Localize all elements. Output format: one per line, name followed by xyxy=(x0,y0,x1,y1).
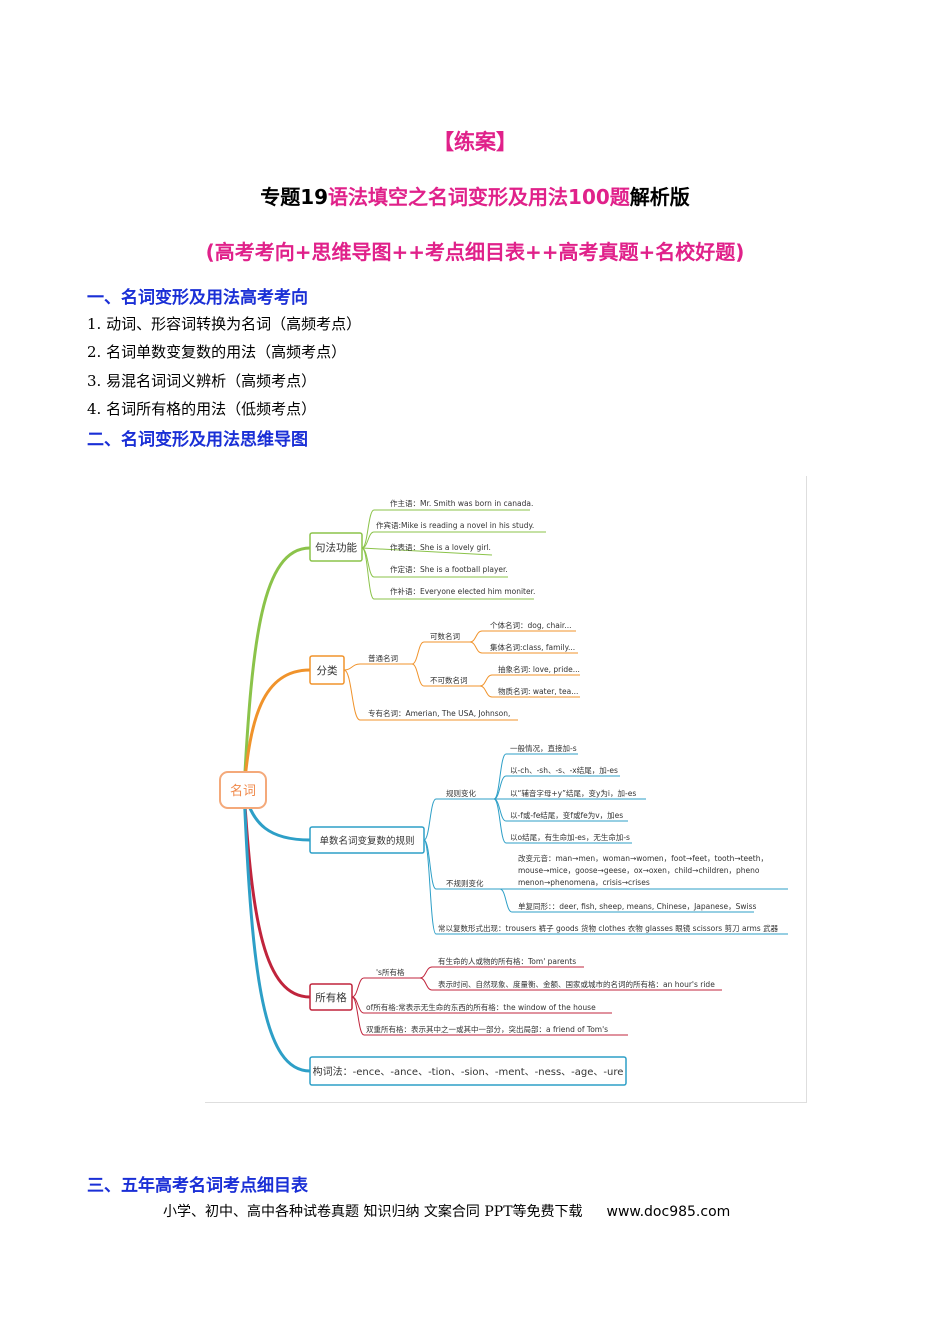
double-possessive: 双重所有格：表示其中之一或其中一部分，突出局部：a friend of Tom'… xyxy=(366,1024,608,1034)
syntax-connectors xyxy=(361,509,546,600)
section1-item: 4. 名词所有格的用法（低频考点） xyxy=(87,400,317,418)
abstract-noun: 抽象名词: love, pride... xyxy=(498,664,580,674)
material-noun: 物质名词: water, tea... xyxy=(498,686,578,696)
vowel-change-line: 改变元音：man→men，woman→women，foot→feet，tooth… xyxy=(518,853,768,863)
countable-label: 可数名词 xyxy=(430,631,460,641)
branch-line-classification xyxy=(242,668,311,791)
node-classification-label: 分类 xyxy=(317,664,338,677)
regular-rule: 以-ch、-sh、-s、-x结尾，加-es xyxy=(510,765,618,775)
plural-only-rule: 常以复数形式出现：trousers 裤子 goods 货物 clothes 衣物… xyxy=(438,923,779,933)
branch-line-wordformation xyxy=(242,789,311,1073)
title-prefix: 专题19 xyxy=(260,185,329,209)
collective-noun: 集体名词:class, family... xyxy=(490,642,575,652)
node-syntax xyxy=(309,532,363,562)
syntax-item: 作主语：Mr. Smith was born in canada. xyxy=(390,498,533,508)
node-word-formation-label: 构词法：-ence、-ance、-tion、-sion、-ment、-ness、… xyxy=(313,1065,624,1078)
mindmap-frame xyxy=(205,476,807,1103)
section1-heading: 一、名词变形及用法高考考向 xyxy=(87,288,308,308)
regular-rule: 以o结尾，有生命加-es，无生命加-s xyxy=(510,832,630,842)
node-possessive-label: 所有格 xyxy=(315,991,347,1004)
section1-item: 2. 名词单数变复数的用法（高频考点） xyxy=(87,343,347,361)
s-possessive-label: 's所有格 xyxy=(376,967,405,977)
syntax-item: 作宾语:Mike is reading a novel in his study… xyxy=(376,520,534,530)
individual-noun: 个体名词：dog, chair... xyxy=(490,620,571,630)
node-plural-rules-label: 单数名词变复数的规则 xyxy=(319,835,414,847)
practice-tag: 【练案】 xyxy=(433,130,517,154)
section1-item: 3. 易混名词词义辨析（高频考点） xyxy=(87,372,317,390)
doc-title: 专题19语法填空之名词变形及用法100题解析版 xyxy=(0,181,950,210)
irregular-change-label: 不规则变化 xyxy=(446,878,484,888)
node-syntax-label: 句法功能 xyxy=(315,541,357,554)
syntax-item: 作补语：Everyone elected him moniter. xyxy=(390,586,535,596)
vowel-change-line: mouse→mice，goose→geese，ox→oxen，child→chi… xyxy=(518,866,760,875)
doc-subtitle: (高考考向+思维导图++考点细目表++高考真题+名校好题) xyxy=(205,240,745,264)
proper-noun: 专有名词：Amerian, The USA, Johnson, xyxy=(368,708,510,718)
possessive-connectors xyxy=(351,966,722,1036)
footer-text: 小学、初中、高中各种试卷真题 知识归纳 文案合同 PPT等免费下载 xyxy=(163,1204,583,1220)
uncountable-label: 不可数名词 xyxy=(430,675,468,685)
root-label: 名词 xyxy=(230,783,256,799)
s-possessive-item: 表示时间、自然现象、度量衡、金额、国家或城市的名词的所有格：an hour's … xyxy=(438,979,715,989)
syntax-item: 作表语：She is a lovely girl. xyxy=(390,542,491,552)
syntax-item: 作定语：She is a football player. xyxy=(390,564,508,574)
regular-rule: 以-f或-fe结尾，变f或fe为v，加es xyxy=(510,810,623,820)
regular-change-label: 规则变化 xyxy=(446,788,476,798)
s-possessive-item: 有生命的人或物的所有格：Tom' parents xyxy=(438,956,576,966)
common-noun-label: 普通名词 xyxy=(368,653,398,663)
vowel-change-line: menon→phenomena，crisis→crises xyxy=(518,878,650,887)
root-node xyxy=(219,771,267,809)
footer-url[interactable]: www.doc985.com xyxy=(606,1204,731,1220)
title-suffix: 解析版 xyxy=(629,185,690,209)
classification-connectors xyxy=(343,630,580,721)
section2-heading: 二、名词变形及用法思维导图 xyxy=(87,430,308,450)
of-possessive: of所有格:常表示无生命的东西的所有格：the window of the ho… xyxy=(366,1002,596,1012)
branch-line-syntax xyxy=(242,546,311,791)
same-form-rule: 单复同形：：deer, fish, sheep, means, Chinese，… xyxy=(518,901,757,911)
branch-line-possessive xyxy=(242,789,311,999)
node-word-formation xyxy=(309,1056,627,1086)
title-highlight: 语法填空之名词变形及用法100题 xyxy=(328,185,630,209)
regular-rule: 以“辅音字母+y”结尾，变y为i，加-es xyxy=(510,788,636,798)
regular-rule: 一般情况，直接加-s xyxy=(510,743,577,753)
section3-heading: 三、五年高考名词考点细目表 xyxy=(87,1176,308,1196)
page-footer: 小学、初中、高中各种试卷真题 知识归纳 文案合同 PPT等免费下载 www.doc… xyxy=(163,1201,730,1221)
plural-connectors xyxy=(423,753,788,935)
section1-item: 1. 动词、形容词转换为名词（高频考点） xyxy=(87,315,362,333)
